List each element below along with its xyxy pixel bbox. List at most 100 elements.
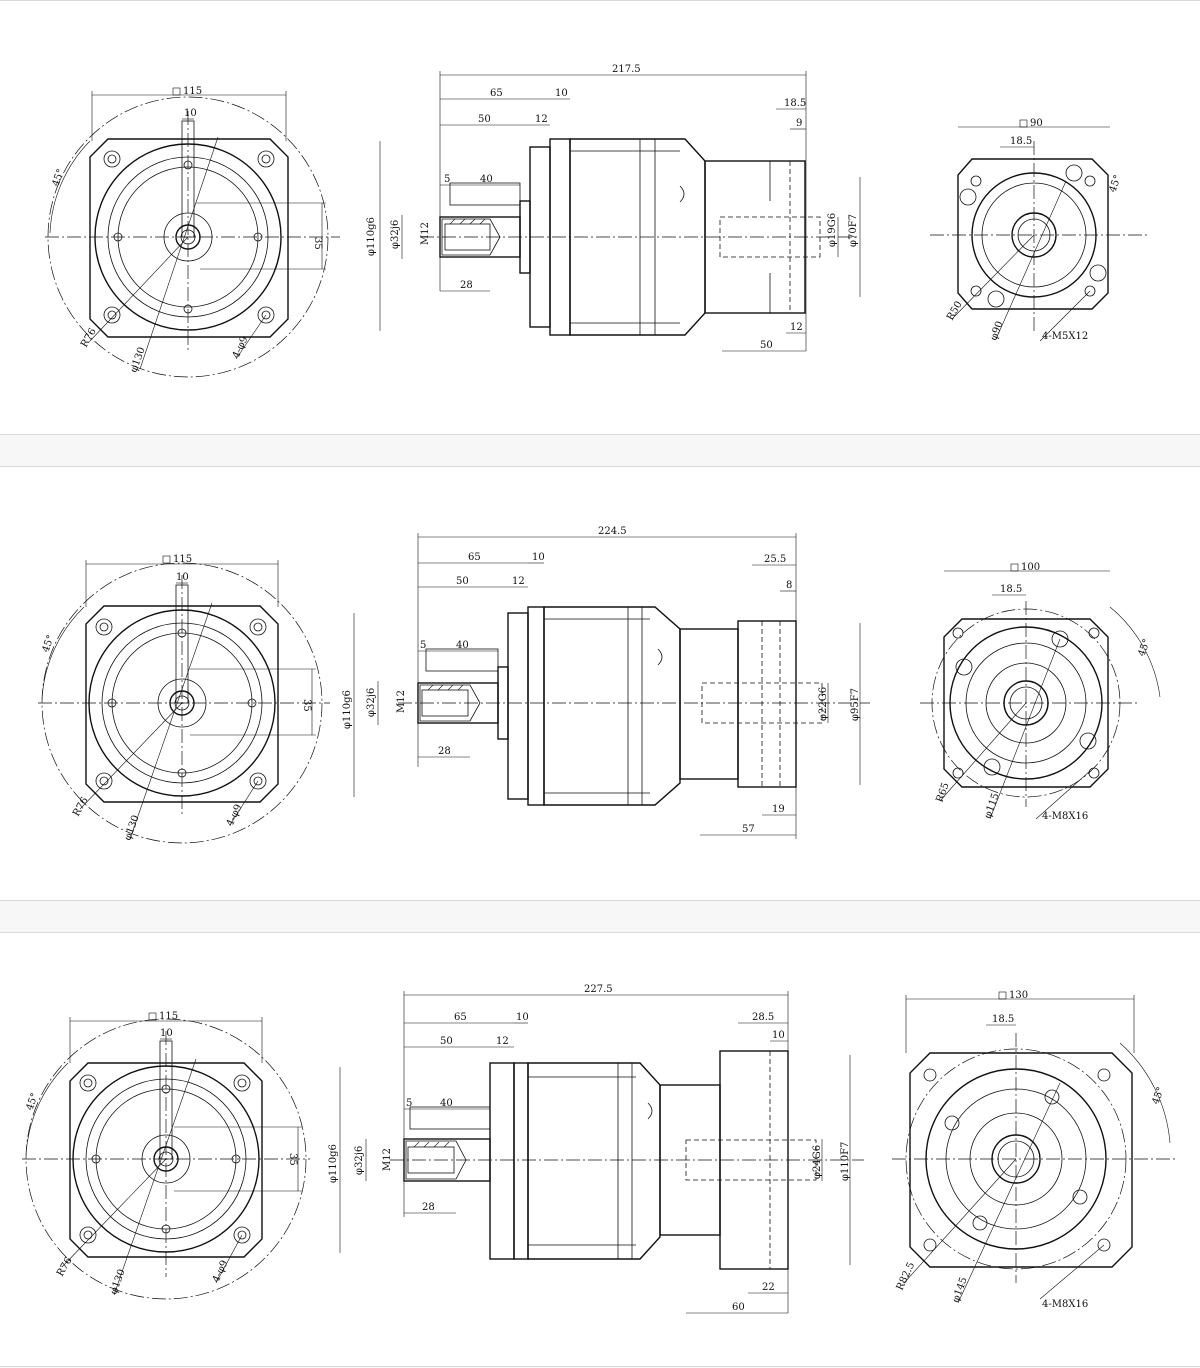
dim-d3: 50 bbox=[478, 114, 491, 125]
technical-drawing-2: 115 10 35 45° R76 φ130 4-φ9 bbox=[38, 526, 1161, 844]
dim-d1: 65 bbox=[490, 88, 503, 99]
dim-radius: R76 bbox=[55, 1255, 75, 1278]
flange-outline bbox=[89, 138, 289, 338]
dim-shaft2: φ32j6 bbox=[390, 220, 401, 249]
dim-total: 224.5 bbox=[598, 526, 627, 537]
dim-d4: 12 bbox=[512, 576, 525, 587]
dim-d4: 12 bbox=[496, 1036, 509, 1047]
dim-shaft: φ110g6 bbox=[328, 1144, 339, 1183]
dim-d11: 57 bbox=[742, 824, 755, 835]
dim-pcd-rear: φ90 bbox=[988, 320, 1005, 342]
dim-holes-rear: 4-M8X16 bbox=[1042, 1299, 1088, 1310]
dim-d9: 8 bbox=[786, 580, 792, 591]
dim-holes: 4-φ9 bbox=[211, 1259, 231, 1285]
dim-bore: φ24G6 bbox=[812, 1145, 823, 1179]
dim-pilot: φ70F7 bbox=[848, 214, 859, 247]
dim-holes: 4-φ9 bbox=[231, 335, 251, 361]
dim-key-rear: 18.5 bbox=[1000, 584, 1022, 595]
dim-pcd: φ130 bbox=[128, 346, 147, 374]
dim-d7: 28 bbox=[438, 746, 451, 757]
dim-d2: 10 bbox=[532, 552, 545, 563]
dim-d6: 40 bbox=[440, 1098, 453, 1109]
dim-d9: 9 bbox=[796, 118, 802, 129]
drawing-panel-3: 115 10 35 45° R76 φ130 4-φ9 22 bbox=[0, 932, 1200, 1367]
rear-view-3: 130 18.5 45° R82.5 φ145 4-M8X16 bbox=[892, 990, 1176, 1310]
dim-keyway: 35 bbox=[301, 699, 312, 712]
technical-drawing-3: 115 10 35 45° R76 φ130 4-φ9 22 bbox=[22, 984, 1176, 1314]
dim-d9: 10 bbox=[772, 1030, 785, 1041]
dim-key: 10 bbox=[184, 108, 197, 119]
dim-angle: 45° bbox=[24, 1092, 40, 1112]
dim-square: 115 bbox=[183, 86, 202, 97]
rear-view-1: 90 18.5 45° R50 φ90 4-M5X12 bbox=[930, 118, 1150, 342]
dim-radius: R76 bbox=[71, 795, 91, 818]
front-view-3: 115 10 35 45° R76 φ130 4-φ9 bbox=[22, 1011, 310, 1300]
dim-thread: M12 bbox=[396, 690, 407, 713]
dim-d5: 5 bbox=[444, 174, 450, 185]
dim-radius-rear: R65 bbox=[934, 781, 951, 804]
dim-pilot: φ110F7 bbox=[840, 1142, 851, 1181]
dim-d3: 50 bbox=[440, 1036, 453, 1047]
drawing-panel-2: 115 10 35 45° R76 φ130 4-φ9 bbox=[0, 466, 1200, 901]
dim-holes-rear: 4-M5X12 bbox=[1042, 331, 1088, 342]
dim-d6: 40 bbox=[456, 640, 469, 651]
dim-pilot: φ95F7 bbox=[850, 688, 861, 721]
dim-d10: 12 bbox=[790, 322, 803, 333]
dim-d1: 65 bbox=[468, 552, 481, 563]
dim-d5: 5 bbox=[420, 640, 426, 651]
dim-total: 227.5 bbox=[584, 984, 613, 995]
dim-keyway: 35 bbox=[312, 237, 323, 250]
dim-d10: 19 bbox=[772, 804, 785, 815]
dim-angle: 45° bbox=[50, 168, 66, 188]
dim-holes-rear: 4-M8X16 bbox=[1042, 811, 1088, 822]
dim-square-rear: 90 bbox=[1030, 118, 1043, 129]
dim-total: 217.5 bbox=[612, 64, 641, 75]
dim-d4: 12 bbox=[535, 114, 548, 125]
dim-angle: 45° bbox=[40, 634, 56, 654]
dim-key-rear: 18.5 bbox=[1010, 136, 1032, 147]
side-view-3: 227.5 65 10 50 12 5 40 28 28.5 10 22 60 … bbox=[328, 984, 864, 1314]
dim-angle-rear: 45° bbox=[1107, 174, 1123, 194]
dim-thread: M12 bbox=[420, 222, 431, 245]
dim-key-rear: 18.5 bbox=[992, 1014, 1014, 1025]
dim-d10: 22 bbox=[762, 1282, 775, 1293]
dim-pcd-rear: φ145 bbox=[950, 1276, 969, 1304]
dim-pcd: φ130 bbox=[108, 1268, 127, 1296]
dim-radius: R76 bbox=[79, 326, 99, 349]
dim-square-rear: 100 bbox=[1021, 562, 1040, 573]
dim-shaft: φ110g6 bbox=[342, 690, 353, 729]
dim-shaft2: φ32j6 bbox=[354, 1146, 365, 1175]
dim-key: 10 bbox=[160, 1028, 173, 1039]
rear-view-2: 100 18.5 45° R65 φ115 4-M8X16 bbox=[920, 562, 1161, 822]
drawing-panel-1: 115 10 35 45° R76 φ130 4-φ9 bbox=[0, 0, 1200, 435]
side-view-1: 217.5 65 10 50 12 5 40 28 18.5 9 12 50 φ… bbox=[366, 64, 861, 352]
dim-d2: 10 bbox=[516, 1012, 529, 1023]
front-view-1: 115 10 35 45° R76 φ130 4-φ9 bbox=[45, 86, 340, 378]
dim-square-rear: 130 bbox=[1009, 990, 1028, 1001]
dim-d7: 28 bbox=[460, 280, 473, 291]
dim-d11: 60 bbox=[732, 1302, 745, 1313]
dim-radius-rear: R82.5 bbox=[895, 1261, 918, 1293]
dim-d6: 40 bbox=[480, 174, 493, 185]
dim-d7: 28 bbox=[422, 1202, 435, 1213]
dim-key: 10 bbox=[176, 572, 189, 583]
dim-d5: 5 bbox=[406, 1098, 412, 1109]
dim-square: 115 bbox=[173, 554, 192, 565]
dim-angle-rear: 45° bbox=[1136, 638, 1152, 658]
dim-thread: M12 bbox=[382, 1148, 393, 1171]
dim-d11: 50 bbox=[760, 340, 773, 351]
dim-shaft: φ110g6 bbox=[366, 217, 377, 256]
dim-shaft2: φ32j6 bbox=[366, 688, 377, 717]
dim-d1: 65 bbox=[454, 1012, 467, 1023]
dim-pcd-rear: φ115 bbox=[982, 792, 1001, 820]
side-view-2: 224.5 65 10 50 12 5 40 28 25.5 8 19 57 φ… bbox=[342, 526, 870, 839]
technical-drawing-1: 115 10 35 45° R76 φ130 4-φ9 bbox=[45, 64, 1150, 378]
front-view-2: 115 10 35 45° R76 φ130 4-φ9 bbox=[38, 554, 330, 844]
dim-radius-rear: R50 bbox=[945, 299, 965, 322]
dim-d8: 25.5 bbox=[764, 554, 786, 565]
dim-bore: φ22G6 bbox=[818, 687, 829, 721]
dim-angle-rear: 45° bbox=[1150, 1086, 1166, 1106]
dim-d8: 28.5 bbox=[752, 1012, 774, 1023]
dim-pcd: φ130 bbox=[122, 814, 141, 842]
dim-d3: 50 bbox=[456, 576, 469, 587]
